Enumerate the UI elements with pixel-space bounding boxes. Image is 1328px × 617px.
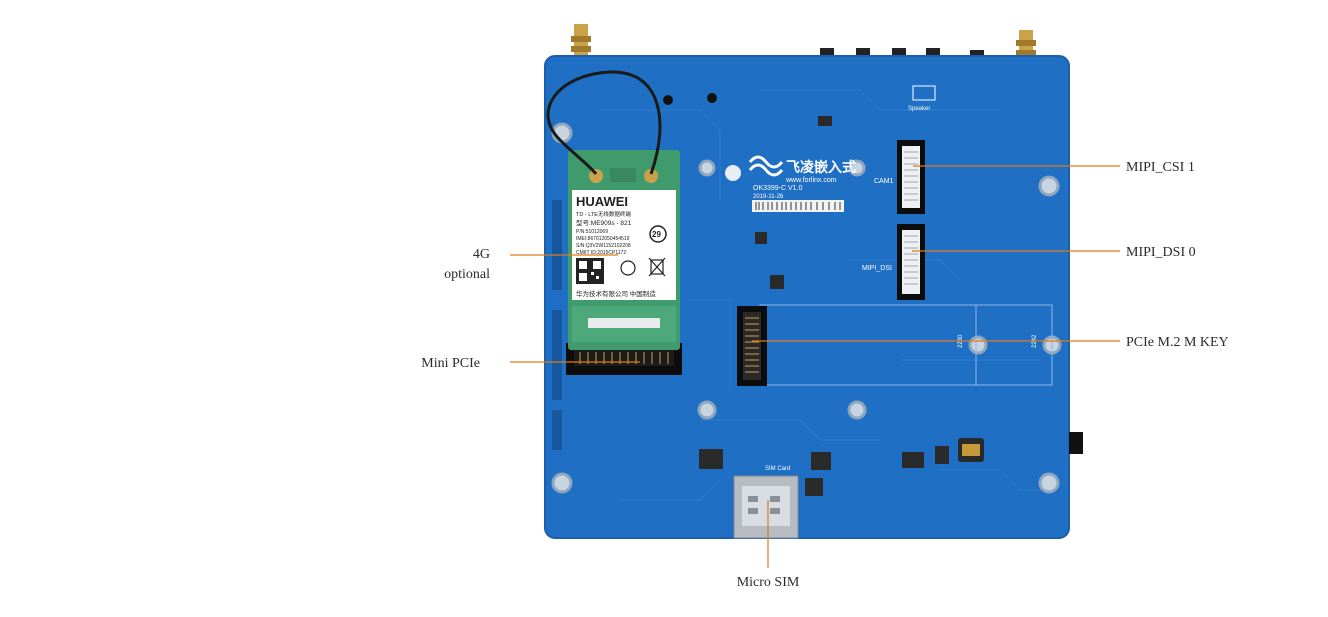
module-line1: TD - LTE无线数据终端 [576, 210, 631, 218]
module-line6: CMIIT ID:2015CP1172 [576, 250, 626, 256]
callout-mipi-dsi0: MIPI_DSI 0 [1126, 245, 1196, 260]
mipi-csi-connector [897, 140, 925, 214]
side-button [1069, 432, 1083, 454]
lte-module-card [568, 150, 680, 350]
speaker-connector [912, 85, 936, 101]
brand-cn-text: 飞凌嵌入式 [786, 159, 856, 175]
board-barcode-label [752, 200, 844, 212]
mipi-dsi-label: MIPI_DSI [862, 265, 892, 272]
callout-lines [510, 165, 1120, 568]
module-qr-code [576, 258, 604, 284]
callout-pcie-m2: PCIe M.2 M KEY [1126, 335, 1229, 350]
module-line5: S/N:Q3V2W1152102208 [576, 243, 631, 249]
cam1-label: CAM1 [874, 178, 894, 185]
mipi-dsi-connector [897, 224, 925, 300]
callout-4g-line1: 4G [473, 247, 490, 262]
via-hole [707, 93, 717, 103]
via-hole [663, 95, 673, 105]
callout-mini-pcie: Mini PCIe [421, 356, 480, 371]
antenna-connector-right [1016, 30, 1036, 62]
speaker-label: Speaker [908, 106, 930, 112]
module-footer: 华为技术有限公司 中国制造 [576, 289, 656, 298]
antenna-cable [546, 70, 662, 175]
callout-4g-line2: optional [444, 267, 490, 282]
module-brand: HUAWEI [576, 194, 628, 209]
module-line4: IMEI:867012050454519 [576, 236, 630, 242]
left-pin-header [552, 200, 562, 450]
module-badge-circle [649, 225, 667, 243]
board-barcode [755, 202, 841, 210]
antenna-connector-left [571, 24, 591, 60]
module-line2: 型号:ME909s - 821 [576, 218, 632, 227]
board-model-text: OK3399-C V1.0 [753, 185, 803, 192]
micro-sim-slot [733, 475, 799, 539]
module-badge-text: 29 [652, 230, 661, 239]
module-line3: P/N:51012069 [576, 229, 608, 235]
weee-bin-icon [648, 257, 666, 277]
ccc-mark-icon [620, 260, 636, 276]
callout-micro-sim: Micro SIM [737, 575, 800, 590]
board-logo [748, 155, 784, 177]
inductor [958, 438, 984, 462]
pcb-traces [600, 89, 1050, 501]
ic-chips [699, 116, 949, 496]
callout-mipi-csi1: MIPI_CSI 1 [1126, 160, 1195, 175]
board-date-text: 2019-11-26 [753, 194, 784, 200]
sim-card-label: SIM Card [765, 466, 790, 472]
m2-connector [737, 306, 767, 386]
brand-url-text: www.forlinx.com [785, 177, 837, 184]
